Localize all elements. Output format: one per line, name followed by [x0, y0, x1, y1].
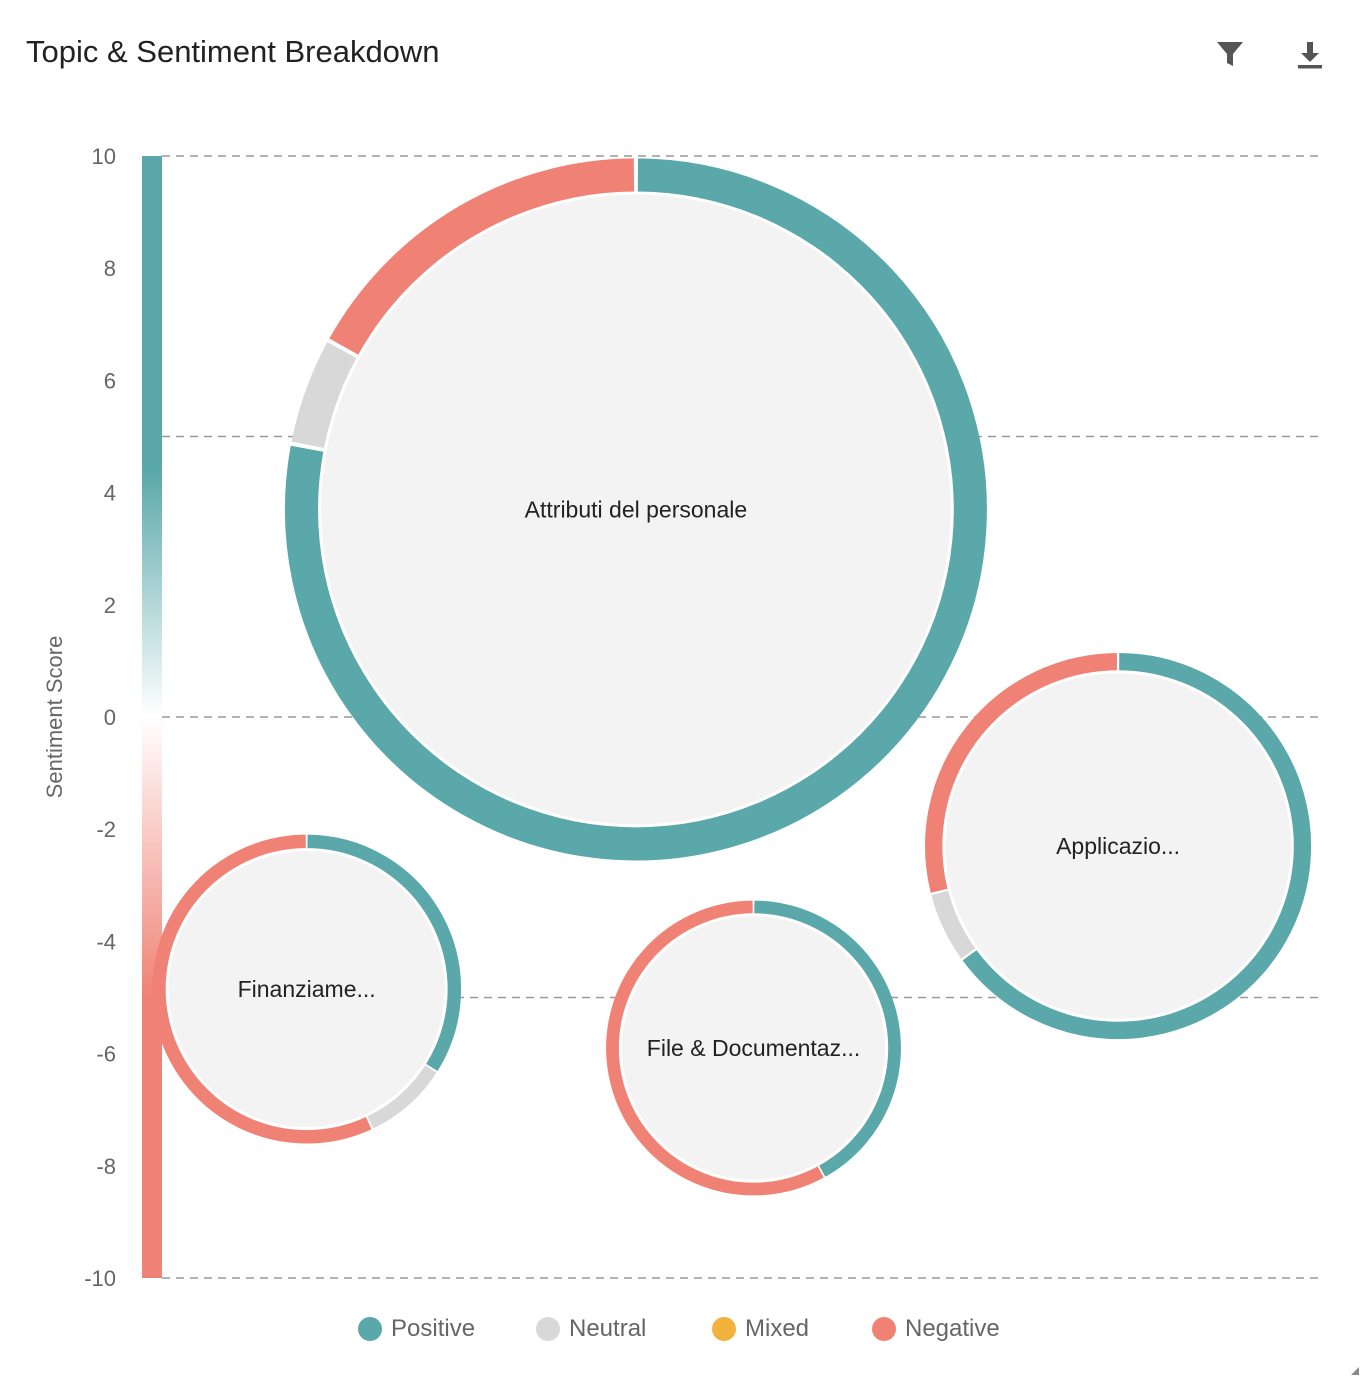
- y-tick-label: -4: [96, 929, 116, 954]
- chart-title: Topic & Sentiment Breakdown: [26, 34, 440, 69]
- bubble-label: Finanziame...: [238, 976, 376, 1002]
- y-tick-label: -2: [96, 817, 116, 842]
- bubble-segment-negative: [606, 900, 824, 1196]
- legend-label: Neutral: [569, 1315, 647, 1342]
- legend-swatch-negative: [872, 1317, 896, 1341]
- bubble[interactable]: Attributi del personale: [284, 158, 987, 861]
- legend-swatch-positive: [358, 1317, 382, 1341]
- bubble-segment-positive: [962, 652, 1312, 1040]
- bubble-label: Attributi del personale: [525, 496, 747, 522]
- bubble-segment-positive: [284, 158, 987, 861]
- bubble-segment-positive: [754, 900, 901, 1177]
- bubble-segment-neutral: [931, 890, 978, 959]
- resize-handle[interactable]: [1351, 1367, 1359, 1375]
- y-tick-label: -10: [84, 1266, 116, 1291]
- y-axis-label: Sentiment Score: [42, 636, 67, 799]
- legend-item-mixed[interactable]: Mixed: [712, 1314, 809, 1344]
- bubble-segment-neutral: [366, 1064, 437, 1129]
- y-tick-label: 8: [104, 256, 116, 281]
- download-button[interactable]: [1290, 36, 1330, 76]
- bubble-label: Applicazio...: [1056, 833, 1180, 859]
- legend-label: Negative: [905, 1315, 1000, 1342]
- legend: Positive Neutral Mixed Negative: [0, 1306, 1362, 1354]
- bubble[interactable]: File & Documentaz...: [606, 900, 901, 1196]
- y-tick-label: 6: [104, 368, 116, 393]
- bubble-fill: [621, 916, 886, 1180]
- y-tick-label: 10: [92, 144, 116, 169]
- legend-swatch-neutral: [536, 1317, 560, 1341]
- legend-item-positive[interactable]: Positive: [358, 1314, 475, 1344]
- bubble-fill: [945, 673, 1291, 1019]
- download-icon: [1298, 42, 1322, 69]
- bubble-segment-negative: [925, 652, 1118, 893]
- bubble[interactable]: Applicazio...: [925, 652, 1312, 1040]
- legend-item-neutral[interactable]: Neutral: [536, 1314, 646, 1344]
- bubble-fill: [168, 851, 445, 1128]
- filter-icon: [1217, 42, 1243, 66]
- bubble-segment-positive: [307, 834, 462, 1072]
- y-axis-ticks: 10 8 6 4 2 0 -2 -4 -6 -8 -10: [84, 144, 116, 1291]
- y-tick-label: 0: [104, 705, 116, 730]
- y-tick-label: 4: [104, 481, 116, 506]
- legend-label: Positive: [391, 1315, 476, 1342]
- filter-button[interactable]: [1210, 36, 1250, 76]
- bubble-segment-negative: [152, 834, 372, 1144]
- chart-header: Topic & Sentiment Breakdown: [0, 0, 1362, 110]
- sentiment-gradient-bar: [142, 156, 162, 1278]
- bubble-fill: [321, 194, 951, 825]
- legend-label: Mixed: [745, 1315, 810, 1342]
- bubble-label: File & Documentaz...: [647, 1035, 860, 1061]
- bubble-segment-negative: [329, 158, 635, 356]
- y-tick-label: -6: [96, 1042, 116, 1067]
- bubble-chart: 10 8 6 4 2 0 -2 -4 -6 -8 -10 Sentiment Score Attri…: [42, 144, 1318, 1291]
- legend-swatch-mixed: [712, 1317, 736, 1341]
- bubble-segment-neutral: [291, 342, 359, 449]
- y-tick-label: 2: [104, 593, 116, 618]
- bubble[interactable]: Finanziame...: [152, 834, 462, 1144]
- legend-item-negative[interactable]: Negative: [872, 1314, 1000, 1344]
- y-tick-label: -8: [96, 1154, 116, 1179]
